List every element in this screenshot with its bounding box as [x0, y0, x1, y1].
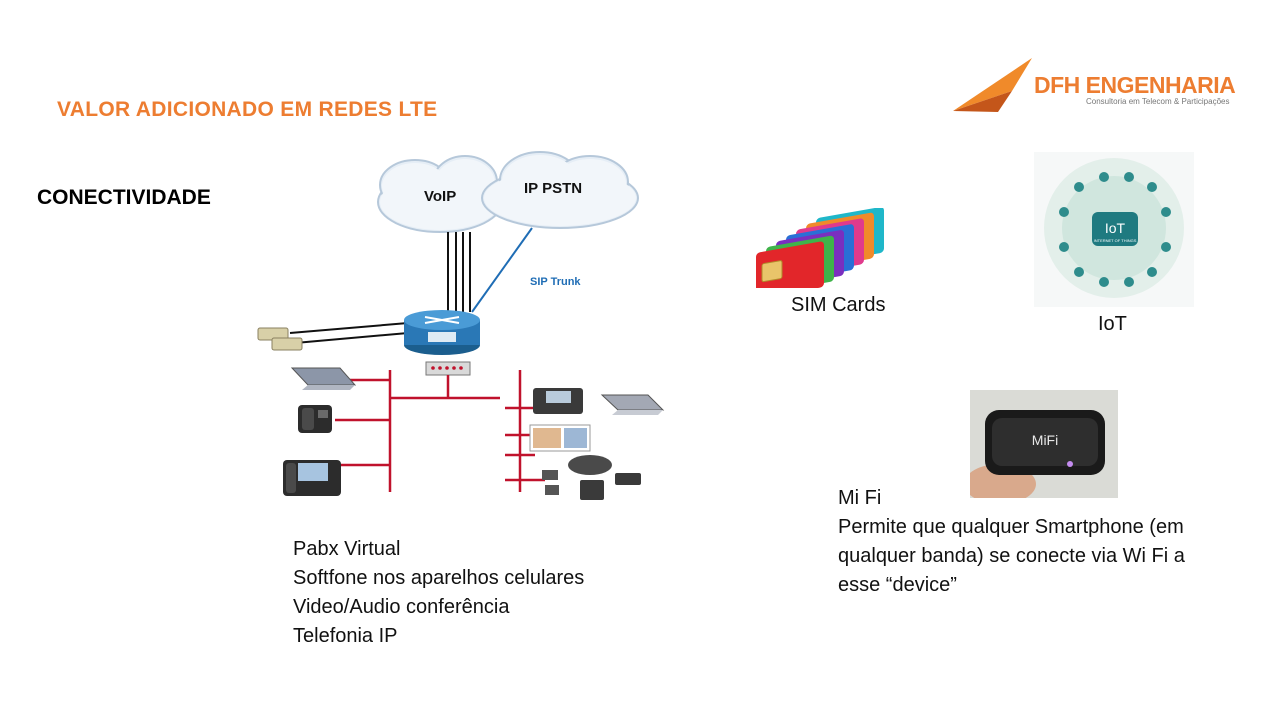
cloud-pstn-icon [481, 151, 639, 229]
video-phone-icon [283, 460, 341, 496]
mifi-description: Mi Fi Permite que qualquer Smartphone (e… [838, 484, 1185, 600]
iot-badge-text: IoT [1105, 220, 1126, 236]
feature-item: Softfone nos aparelhos celulares [293, 567, 585, 589]
laptop-icon-right [600, 394, 665, 415]
conference-devices-icon [542, 455, 641, 500]
feature-item: Video/Audio conferência [293, 596, 510, 618]
cloud-pstn-label: IP PSTN [524, 180, 583, 197]
laptop-icon [290, 367, 357, 390]
feature-item: Pabx Virtual [293, 538, 401, 560]
mifi-device-icon: MiFi [970, 390, 1118, 498]
slide-subtitle: CONECTIVIDADE [37, 186, 211, 209]
iot-badge-sub: INTERNET OF THINGS [1094, 238, 1137, 243]
softphone-screen-icon [529, 424, 591, 452]
mifi-line: Permite que qualquer Smartphone (em [838, 516, 1184, 538]
iot-icon: IoT INTERNET OF THINGS [1034, 152, 1194, 307]
network-diagram [257, 151, 665, 500]
switch-icon [425, 361, 471, 376]
ip-phone-icon [298, 405, 332, 433]
sim-cards-label: SIM Cards [791, 294, 886, 316]
logo-name: DFH ENGENHARIA [1034, 72, 1236, 98]
desk-phone-icon [533, 388, 583, 414]
features-list: Pabx Virtual Softfone nos aparelhos celu… [293, 535, 584, 651]
feature-item: Telefonia IP [293, 625, 398, 647]
mifi-device-text: MiFi [1032, 432, 1058, 448]
router-icon [404, 310, 480, 355]
mifi-line: qualquer banda) se conecte via Wi Fi a [838, 545, 1185, 567]
cloud-voip-icon [377, 155, 503, 233]
logo-tagline: Consultoria em Telecom & Participações [1086, 97, 1230, 106]
sip-trunk-label: SIP Trunk [530, 276, 581, 288]
cloud-voip-label: VoIP [424, 188, 457, 205]
mifi-line: Mi Fi [838, 487, 882, 509]
mifi-line: esse “device” [838, 574, 957, 596]
analog-phone-icon [257, 327, 303, 351]
sim-cards-icon [756, 208, 884, 288]
iot-label: IoT [1098, 313, 1127, 335]
slide-title: VALOR ADICIONADO EM REDES LTE [57, 98, 438, 121]
dfh-logo [953, 58, 1032, 112]
